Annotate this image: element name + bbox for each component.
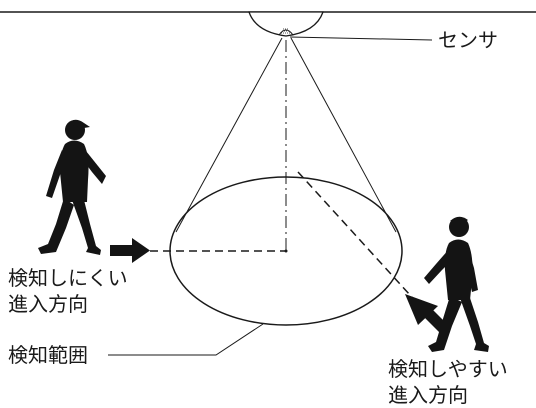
walking-person-left-icon: [38, 119, 106, 255]
hard-direction-label-line2: 進入方向: [8, 292, 88, 316]
detection-range-label: 検知範囲: [8, 343, 88, 367]
hard-direction-label-line1: 検知しにくい: [8, 266, 128, 290]
hard-direction-arrow-icon: [110, 238, 150, 263]
cone-right-edge: [290, 37, 397, 233]
range-leader-line: [108, 323, 264, 356]
easy-direction-path: [297, 171, 421, 307]
easy-direction-label-line2: 進入方向: [388, 383, 468, 407]
easy-direction-label-line1: 検知しやすい: [388, 357, 508, 381]
cone-left-edge: [175, 37, 283, 233]
walking-person-right-icon: [424, 216, 489, 352]
ceiling-sensor-icon: [248, 11, 324, 37]
sensor-label: センサ: [438, 28, 498, 52]
sensor-leader-line: [289, 36, 433, 41]
